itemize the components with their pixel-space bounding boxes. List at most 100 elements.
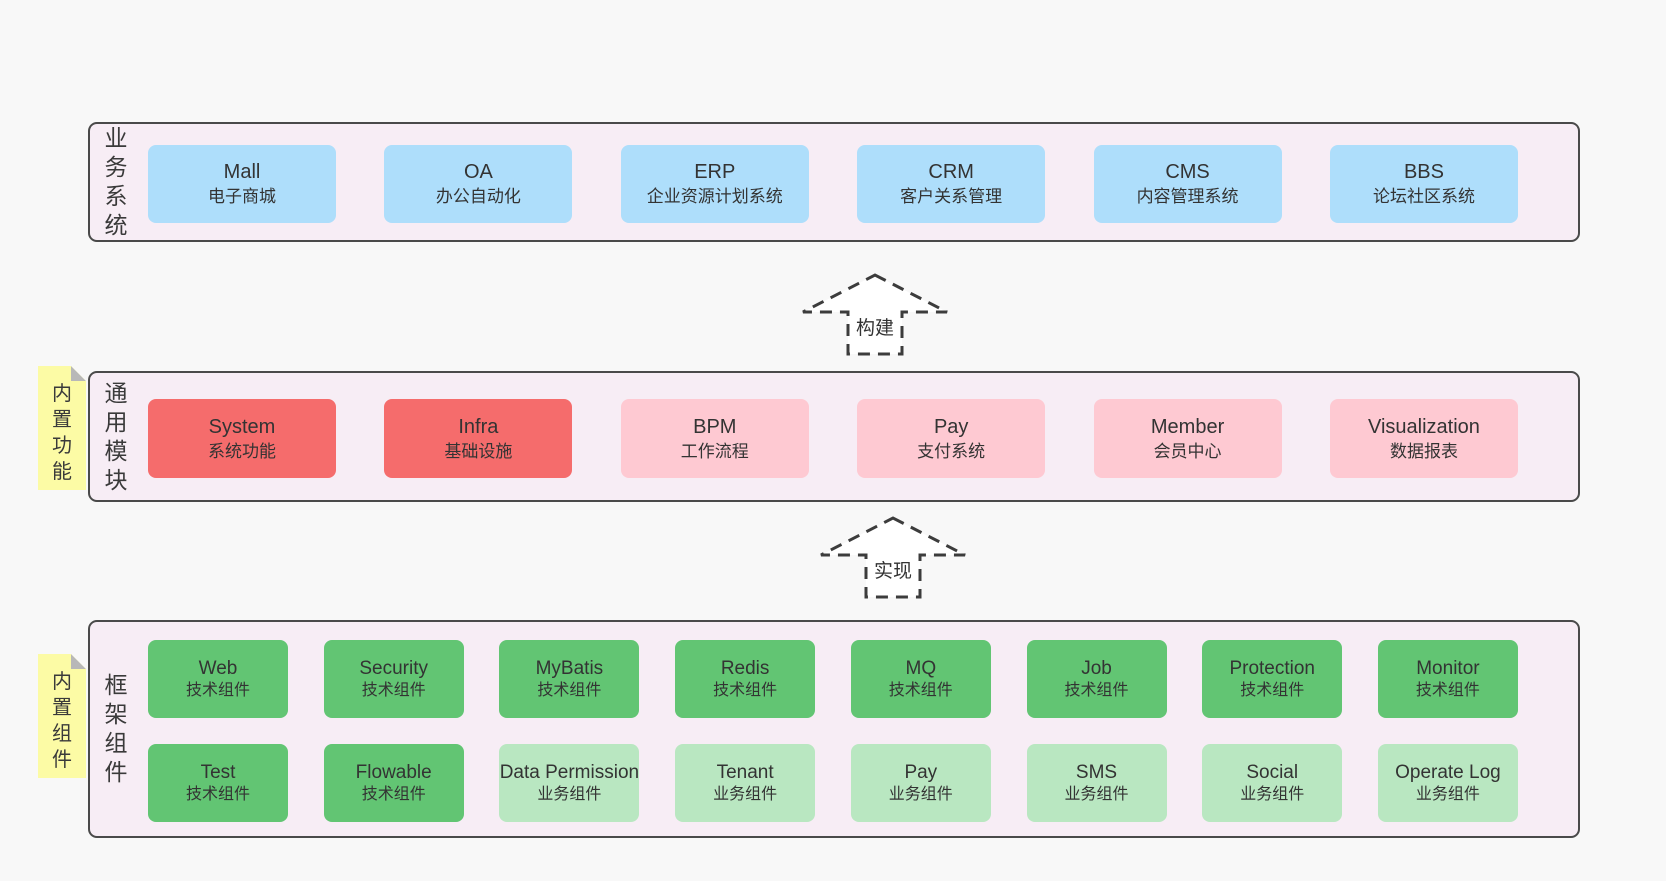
- box-subtitle: 论坛社区系统: [1372, 187, 1475, 206]
- box-bbs: BBS 论坛社区系统: [1329, 145, 1518, 223]
- arrow-label: 实现: [874, 560, 912, 582]
- box-title: BPM: [693, 415, 737, 438]
- arrow-label: 构建: [856, 317, 894, 339]
- box-mq: MQ 技术组件: [850, 640, 991, 718]
- box-subtitle: 业务组件: [1415, 786, 1480, 803]
- box-oa: OA 办公自动化: [384, 145, 573, 223]
- box-pay-business: Pay 业务组件: [850, 744, 991, 822]
- box-title: Flowable: [355, 762, 432, 783]
- box-crm: CRM 客户关系管理: [857, 145, 1046, 223]
- box-title: Pay: [904, 762, 938, 783]
- box-subtitle: 内容管理系统: [1136, 187, 1239, 206]
- box-title: OA: [463, 161, 493, 183]
- box-subtitle: 客户关系管理: [900, 187, 1003, 206]
- box-web: Web 技术组件: [148, 640, 288, 718]
- box-subtitle: 办公自动化: [435, 187, 521, 206]
- box-title: MQ: [905, 658, 937, 679]
- box-subtitle: 企业资源计划系统: [646, 187, 783, 206]
- box-subtitle: 技术组件: [185, 786, 250, 803]
- box-subtitle: 系统功能: [208, 441, 276, 461]
- box-social: Social 业务组件: [1202, 744, 1343, 822]
- box-subtitle: 业务组件: [713, 786, 778, 803]
- modules-box-row: System 系统功能 Infra 基础设施 BPM 工作流程 Pay 支付系统…: [148, 399, 1518, 478]
- box-data-permission: Data Permission 业务组件: [499, 744, 640, 822]
- box-subtitle: 技术组件: [888, 682, 953, 699]
- box-infra: Infra 基础设施: [384, 399, 573, 478]
- arrow-up-shape: [820, 516, 966, 599]
- box-subtitle: 技术组件: [1415, 682, 1480, 699]
- box-subtitle: 技术组件: [537, 682, 602, 699]
- box-title: Operate Log: [1395, 762, 1501, 783]
- box-security: Security 技术组件: [323, 640, 464, 718]
- box-subtitle: 电子商城: [208, 187, 276, 206]
- section-framework-components: 框架组件 Web 技术组件 Security 技术组件 MyBatis 技术组件…: [88, 620, 1580, 838]
- box-title: ERP: [694, 161, 736, 183]
- box-sms: SMS 业务组件: [1026, 744, 1167, 822]
- box-subtitle: 支付系统: [917, 441, 986, 461]
- section-label-modules: 通用模块: [104, 379, 128, 493]
- sticky-note-builtin-features: 内置功能: [38, 366, 86, 490]
- section-label-business: 业务系统: [104, 125, 128, 238]
- sticky-note-label: 内置功能: [52, 383, 72, 483]
- sticky-note-builtin-components: 内置组件: [38, 654, 86, 778]
- box-title: Job: [1081, 658, 1112, 679]
- box-subtitle: 技术组件: [361, 786, 426, 803]
- business-box-row: Mall 电子商城 OA 办公自动化 ERP 企业资源计划系统 CRM 客户关系…: [148, 145, 1518, 223]
- box-visualization: Visualization 数据报表: [1329, 399, 1518, 478]
- box-subtitle: 工作流程: [680, 441, 749, 461]
- box-mybatis: MyBatis 技术组件: [499, 640, 640, 718]
- box-title: Member: [1150, 415, 1225, 438]
- box-erp: ERP 企业资源计划系统: [620, 145, 809, 223]
- box-title: MyBatis: [535, 658, 604, 679]
- arrow-up-build: 构建: [802, 273, 948, 356]
- box-title: Monitor: [1416, 658, 1480, 679]
- box-system: System 系统功能: [148, 399, 336, 478]
- box-protection: Protection 技术组件: [1202, 640, 1343, 718]
- box-cms: CMS 内容管理系统: [1093, 145, 1282, 223]
- components-box-row-1: Web 技术组件 Security 技术组件 MyBatis 技术组件 Redi…: [148, 640, 1518, 718]
- box-job: Job 技术组件: [1026, 640, 1167, 718]
- box-subtitle: 技术组件: [1064, 682, 1129, 699]
- box-title: Protection: [1229, 658, 1315, 679]
- box-tenant: Tenant 业务组件: [675, 744, 816, 822]
- box-subtitle: 数据报表: [1389, 441, 1458, 461]
- box-subtitle: 技术组件: [1240, 682, 1305, 699]
- box-subtitle: 业务组件: [888, 786, 953, 803]
- box-subtitle: 基础设施: [444, 441, 513, 461]
- box-title: Visualization: [1367, 415, 1480, 438]
- box-title: BBS: [1403, 161, 1444, 183]
- box-monitor: Monitor 技术组件: [1377, 640, 1518, 718]
- box-subtitle: 业务组件: [1064, 786, 1129, 803]
- box-subtitle: 业务组件: [1240, 786, 1305, 803]
- box-subtitle: 会员中心: [1153, 441, 1222, 461]
- box-title: CMS: [1165, 161, 1210, 183]
- box-title: Security: [359, 658, 429, 679]
- section-business-systems: 业务系统 Mall 电子商城 OA 办公自动化 ERP 企业资源计划系统 CRM…: [88, 122, 1580, 242]
- box-title: System: [208, 415, 276, 438]
- box-title: Tenant: [716, 762, 774, 783]
- box-title: CRM: [928, 161, 974, 183]
- components-box-row-2: Test 技术组件 Flowable 技术组件 Data Permission …: [148, 744, 1518, 822]
- box-test: Test 技术组件: [148, 744, 288, 822]
- box-title: Pay: [933, 415, 969, 438]
- section-common-modules: 通用模块 System 系统功能 Infra 基础设施 BPM 工作流程 Pay…: [88, 371, 1580, 502]
- box-redis: Redis 技术组件: [675, 640, 816, 718]
- box-title: Infra: [458, 415, 499, 438]
- box-title: Mall: [223, 161, 261, 183]
- box-bpm: BPM 工作流程: [620, 399, 809, 478]
- box-title: Social: [1246, 762, 1299, 783]
- box-subtitle: 业务组件: [537, 786, 602, 803]
- box-mall: Mall 电子商城: [148, 145, 336, 223]
- arrow-up-shape: [802, 273, 948, 356]
- box-title: Web: [198, 658, 238, 679]
- box-subtitle: 技术组件: [713, 682, 778, 699]
- box-title: Data Permission: [499, 762, 640, 783]
- box-pay: Pay 支付系统: [857, 399, 1046, 478]
- section-label-components: 框架组件: [104, 672, 128, 785]
- arrow-up-implement: 实现: [820, 516, 966, 599]
- box-title: Redis: [720, 658, 770, 679]
- box-flowable: Flowable 技术组件: [323, 744, 464, 822]
- box-operate-log: Operate Log 业务组件: [1377, 744, 1518, 822]
- box-subtitle: 技术组件: [361, 682, 426, 699]
- box-member: Member 会员中心: [1093, 399, 1282, 478]
